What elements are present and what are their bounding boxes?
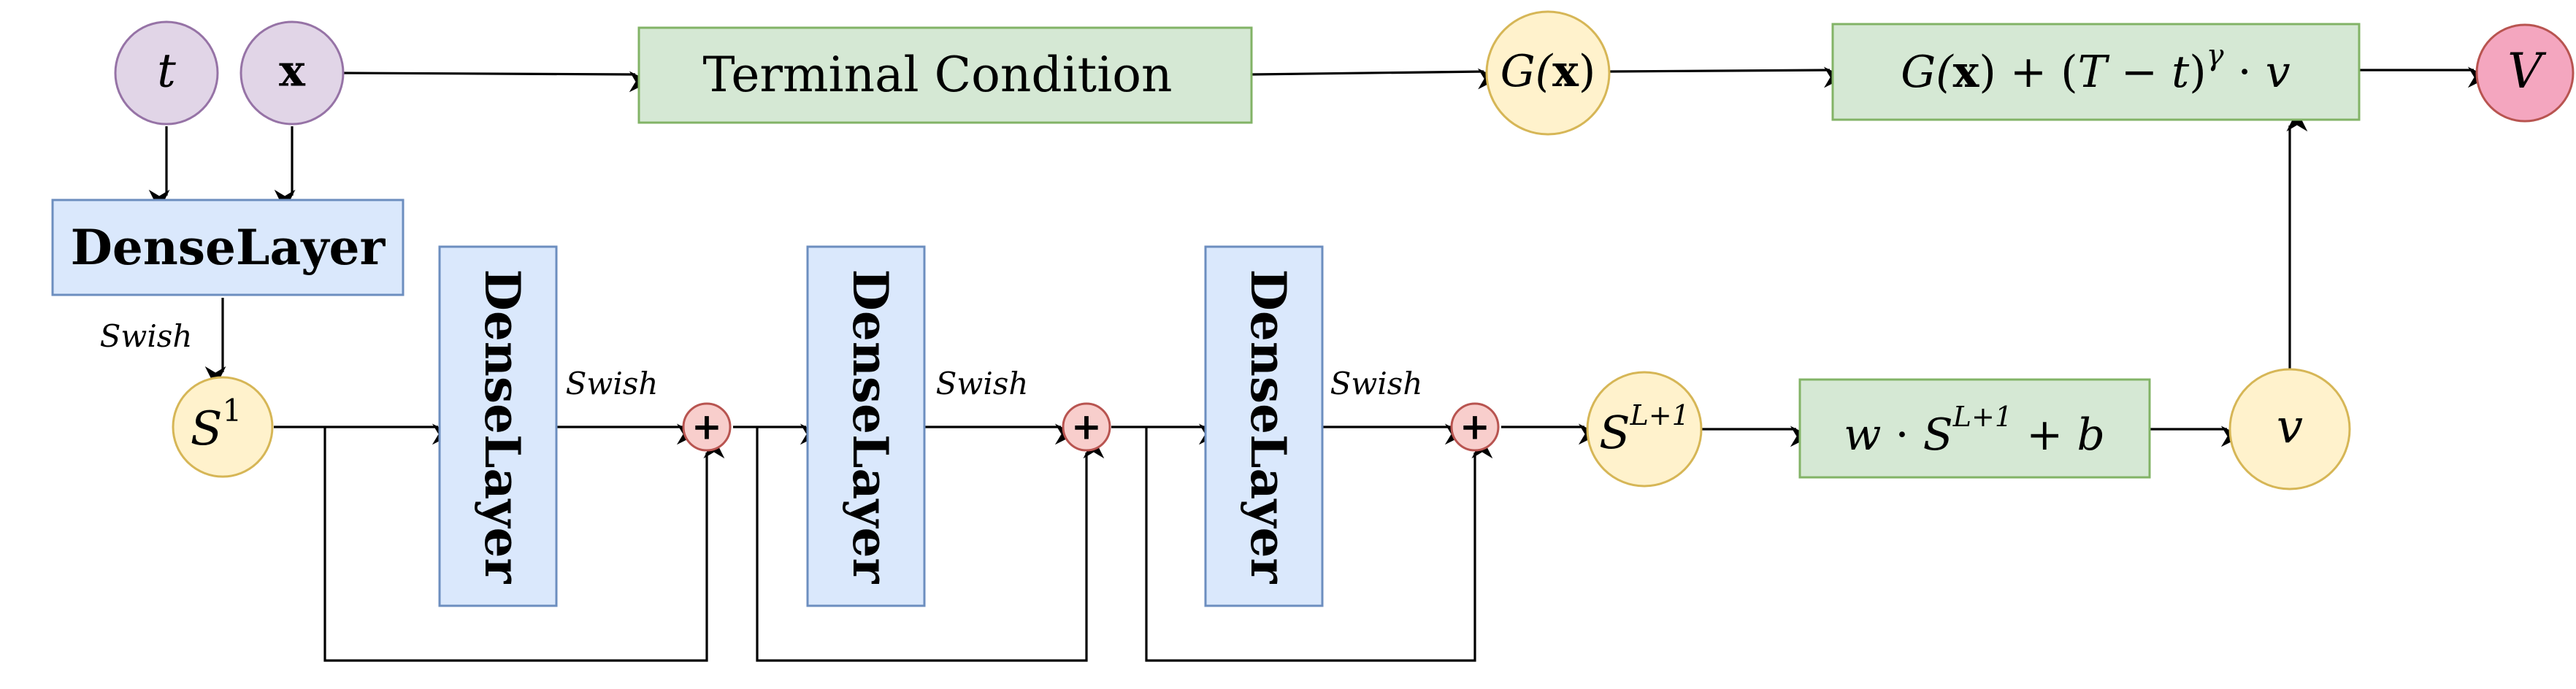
sL-node-circle xyxy=(1586,371,1703,488)
affine-S: S xyxy=(1923,409,1953,461)
sum-node-1-symbol: + xyxy=(691,406,722,448)
dense-layer-block-1-rect xyxy=(438,245,558,607)
dense-layer-block-3-rect xyxy=(1204,245,1324,607)
output-node-circle xyxy=(2475,23,2575,123)
output-node-V: V xyxy=(2475,23,2575,123)
sum-node-3: + xyxy=(1450,402,1500,452)
dense-layer-block-2-label: DenseLayer xyxy=(842,269,899,585)
dense-layer-block-3-label: DenseLayer xyxy=(1240,269,1297,585)
affine-sup: L+1 xyxy=(1952,401,2012,433)
vf-close: ) xyxy=(2189,47,2206,98)
sL-node-label: SL+1 xyxy=(1599,399,1690,460)
input-dense-layer-rect xyxy=(51,199,405,296)
terminal-condition-box: Terminal Condition xyxy=(637,26,1253,124)
v-node-circle xyxy=(2228,368,2351,490)
input-dense-layer-label: DenseLayer xyxy=(71,219,386,276)
sL-sup: L+1 xyxy=(1630,399,1690,431)
output-node-label: V xyxy=(2507,43,2547,99)
vf-T: T xyxy=(2078,47,2110,98)
terminal-condition-rect xyxy=(637,26,1253,124)
vf-g: G( xyxy=(1901,47,1954,98)
node-x-circle xyxy=(239,20,345,126)
sL-base: S xyxy=(1599,406,1630,459)
v-node: v xyxy=(2228,368,2351,490)
sum-node-3-symbol: + xyxy=(1460,406,1490,448)
node-t-circle xyxy=(114,20,219,126)
skip-connection-1 xyxy=(323,427,725,662)
g-node-close: ) xyxy=(1579,46,1595,97)
affine-box: w · SL+1 + b xyxy=(1798,378,2151,479)
affine-dot: · xyxy=(1881,409,1923,461)
g-node-func: G( xyxy=(1500,46,1554,97)
node-t-label: t xyxy=(157,45,176,99)
g-node-arg: x xyxy=(1552,46,1579,97)
vf-dot: · xyxy=(2224,47,2266,98)
affine-b: b xyxy=(2077,409,2104,461)
activation-label-input: Swish xyxy=(100,318,193,354)
dense-layer-block-2-rect xyxy=(806,245,926,607)
activation-label-2: Swish xyxy=(936,366,1029,401)
skip-connection-3 xyxy=(1145,427,1493,662)
edge-g-to-formula xyxy=(1609,66,1845,88)
input-node-t: t xyxy=(114,20,219,126)
value-formula-rect xyxy=(1831,23,2361,121)
dense-layer-block-1: DenseLayer xyxy=(438,245,558,607)
affine-rect xyxy=(1798,378,2151,479)
sum-node-1: + xyxy=(682,402,732,452)
edge-x-to-terminal xyxy=(342,71,651,93)
g-node-label: G(x) xyxy=(1500,46,1596,97)
s1-node: S1 xyxy=(172,376,274,478)
value-formula-box: G(x) + (T − t)γ · v xyxy=(1831,23,2361,121)
node-x-label: x xyxy=(279,46,306,97)
s1-node-label: S1 xyxy=(191,393,242,456)
g-node-circle xyxy=(1485,10,1611,136)
affine-w: w xyxy=(1844,409,1881,461)
sum-node-2-symbol: + xyxy=(1071,406,1102,448)
vf-t: t xyxy=(2171,47,2190,98)
dense-layer-block-1-label: DenseLayer xyxy=(474,269,531,585)
sum-node-2-circle xyxy=(1062,402,1111,452)
s1-sup: 1 xyxy=(223,393,242,428)
value-formula-label: G(x) + (T − t)γ · v xyxy=(1901,39,2290,98)
v-node-label: v xyxy=(2277,401,2303,455)
skip-connection-2 xyxy=(756,427,1105,662)
sL-node: SL+1 xyxy=(1586,371,1703,488)
affine-label: w · SL+1 + b xyxy=(1844,401,2105,461)
terminal-condition-label: Terminal Condition xyxy=(702,47,1172,103)
vf-v: v xyxy=(2266,47,2291,98)
vf-gamma: γ xyxy=(2207,39,2224,72)
vf-paren: ) + ( xyxy=(1979,47,2077,98)
vf-x: x xyxy=(1953,47,1980,98)
s1-base: S xyxy=(191,402,223,456)
sum-node-3-circle xyxy=(1450,402,1500,452)
sum-node-2: + xyxy=(1062,402,1111,452)
affine-plus: + xyxy=(2012,409,2077,461)
input-node-x: x xyxy=(239,20,345,126)
vf-minus: − xyxy=(2107,47,2171,98)
edge-terminal-to-g xyxy=(1251,68,1499,90)
g-node: G(x) xyxy=(1485,10,1611,136)
activation-label-3: Swish xyxy=(1330,366,1423,401)
dense-layer-block-2: DenseLayer xyxy=(806,245,926,607)
activation-label-1: Swish xyxy=(566,366,659,401)
edges xyxy=(148,66,2489,662)
s1-node-circle xyxy=(172,376,274,478)
sum-node-1-circle xyxy=(682,402,732,452)
dense-layer-block-3: DenseLayer xyxy=(1204,245,1324,607)
input-dense-layer: DenseLayer xyxy=(51,199,405,296)
